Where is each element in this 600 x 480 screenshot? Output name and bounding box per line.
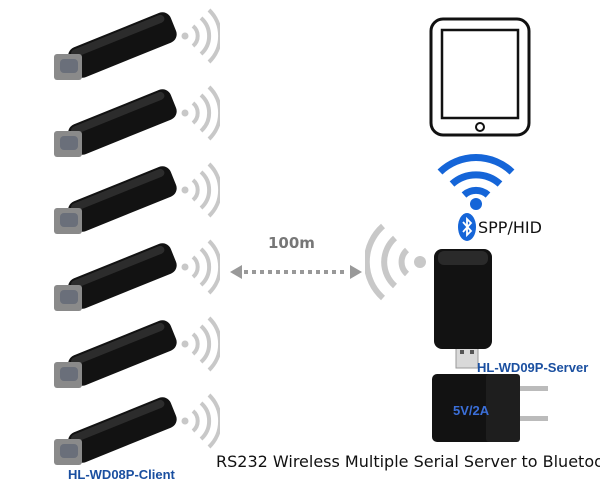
- charger-icon: [432, 374, 548, 442]
- client-signal-icon: [181, 85, 223, 141]
- client-dongle-graphic: [54, 316, 223, 388]
- client-dongle: [40, 314, 223, 394]
- server-signal-icon: [365, 223, 426, 301]
- client-signal-icon: [181, 393, 223, 449]
- client-dongle-graphic: [54, 8, 223, 80]
- client-dongle-graphic: [54, 85, 223, 157]
- client-signal-icon: [181, 8, 223, 64]
- db9-connector-icon: [54, 208, 82, 234]
- client-dongle: [40, 160, 223, 240]
- client-dongle-graphic: [54, 162, 223, 234]
- distance-label: 100m: [268, 234, 315, 252]
- client-signal-icon: [181, 316, 223, 372]
- client-signal-icon: [181, 162, 223, 218]
- client-model-label: HL-WD08P-Client: [68, 464, 175, 480]
- server-model-label: HL-WD09P-Server: [477, 357, 588, 376]
- db9-connector-icon: [54, 285, 82, 311]
- client-dongle-graphic: [54, 239, 223, 311]
- client-signal-icon: [181, 239, 223, 295]
- charger-rating: 5V/2A: [453, 403, 490, 418]
- bluetooth-icon: [458, 213, 476, 241]
- server-model-text: HL-WD09P-Server: [477, 360, 589, 375]
- db9-connector-icon: [54, 439, 82, 465]
- client-dongle: [40, 237, 223, 317]
- protocol-label: SPP/HID: [478, 218, 542, 237]
- double-arrow-icon: [230, 265, 362, 279]
- db9-connector-icon: [54, 54, 82, 80]
- db9-connector-icon: [54, 362, 82, 388]
- db9-connector-icon: [54, 131, 82, 157]
- server-dongle: [434, 249, 492, 369]
- caption: RS232 Wireless Multiple Serial Server to…: [216, 452, 600, 471]
- wifi-icon: [437, 154, 515, 210]
- client-dongle: [40, 83, 223, 163]
- client-dongle-graphic: [54, 393, 223, 465]
- client-model-text: HL-WD08P-Client: [68, 467, 175, 480]
- tablet-icon: [429, 17, 531, 137]
- client-dongle: [40, 391, 223, 471]
- client-dongle: [40, 6, 223, 86]
